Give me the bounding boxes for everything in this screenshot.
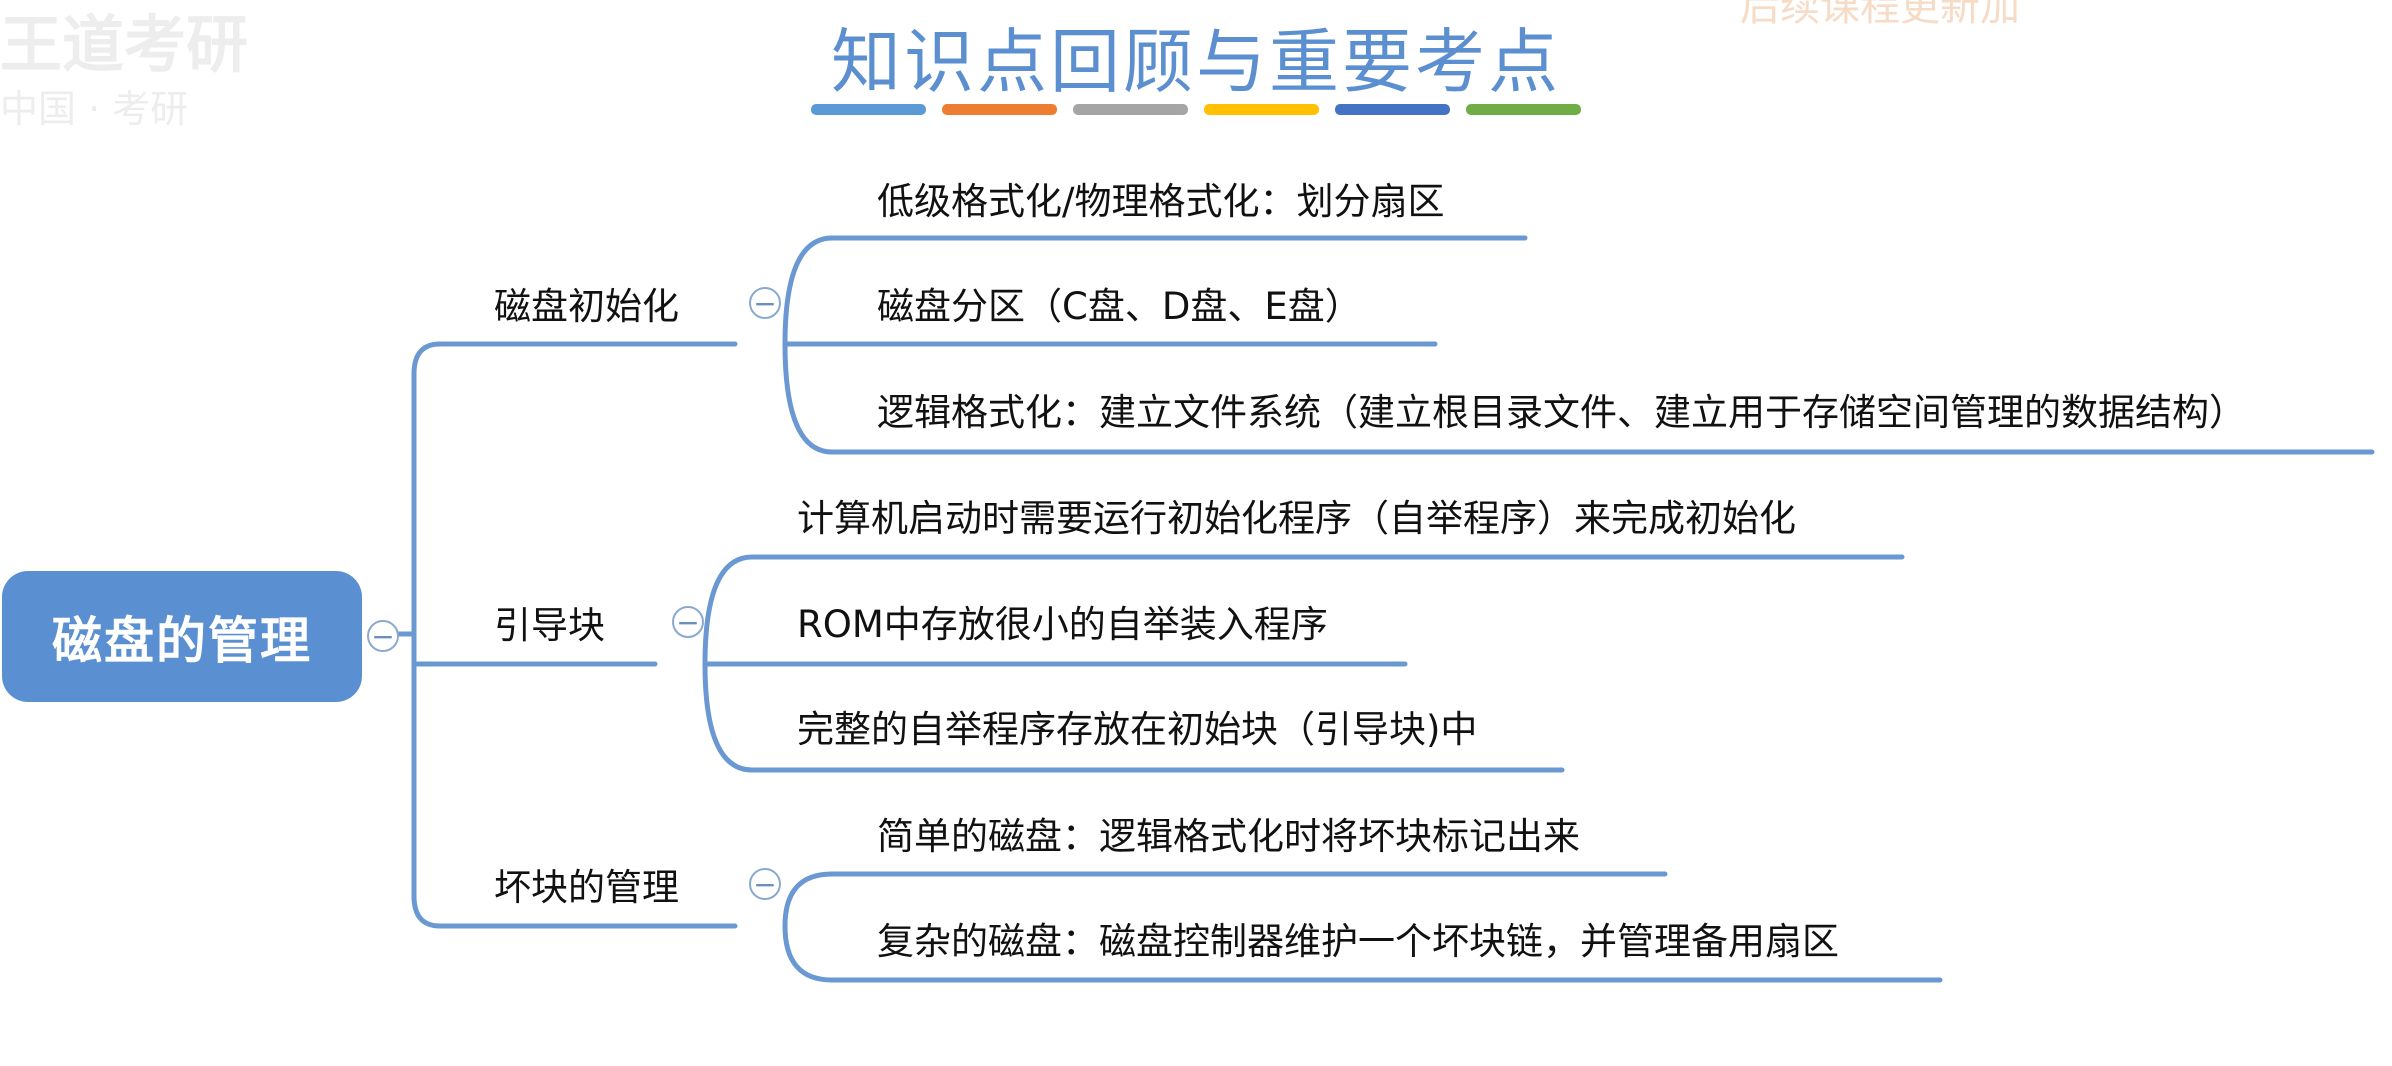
collapse-icon[interactable]: − [749, 287, 781, 319]
collapse-icon[interactable]: − [749, 868, 781, 900]
connector-trunk [411, 341, 443, 929]
child-disk-partition[interactable]: 磁盘分区（C盘、D盘、E盘） [877, 285, 1362, 328]
root-node[interactable]: 磁盘的管理 [2, 571, 362, 702]
watermark-logo: 王道考研 [0, 8, 249, 81]
child-rom-loader[interactable]: ROM中存放很小的自举装入程序 [797, 603, 1328, 646]
title-underline-bar [811, 104, 926, 115]
watermark-subtitle: 中国 · 考研 [0, 87, 189, 131]
title-underline-bar [1466, 104, 1581, 115]
branch-disk-init[interactable]: 磁盘初始化 [494, 285, 679, 328]
branch-bad-block[interactable]: 坏块的管理 [494, 866, 679, 909]
child-complex-disk[interactable]: 复杂的磁盘：磁盘控制器维护一个坏块链，并管理备用扇区 [877, 920, 1839, 963]
child-low-level-format[interactable]: 低级格式化/物理格式化：划分扇区 [877, 180, 1445, 223]
branch-1-connector [782, 235, 835, 455]
collapse-icon[interactable]: − [367, 620, 399, 652]
branch-2-connector [702, 554, 755, 773]
child-simple-disk[interactable]: 简单的磁盘：逻辑格式化时将坏块标记出来 [877, 815, 1580, 858]
title-underline-bar [1204, 104, 1319, 115]
page-title: 知识点回顾与重要考点 [831, 21, 1561, 103]
child-logical-format[interactable]: 逻辑格式化：建立文件系统（建立根目录文件、建立用于存储空间管理的数据结构） [877, 391, 2246, 434]
child-full-bootstrap[interactable]: 完整的自举程序存放在初始块（引导块)中 [797, 708, 1478, 751]
watermark-notice: 后续课程更新加 [1740, 0, 2020, 30]
title-underline-bar [1335, 104, 1450, 115]
title-underline-bar [942, 104, 1057, 115]
title-underline-bar [1073, 104, 1188, 115]
collapse-icon[interactable]: − [672, 606, 704, 638]
branch-boot-block[interactable]: 引导块 [494, 604, 605, 647]
child-bootstrap-init[interactable]: 计算机启动时需要运行初始化程序（自举程序）来完成初始化 [797, 497, 1796, 540]
branch-3-connector [782, 871, 835, 983]
